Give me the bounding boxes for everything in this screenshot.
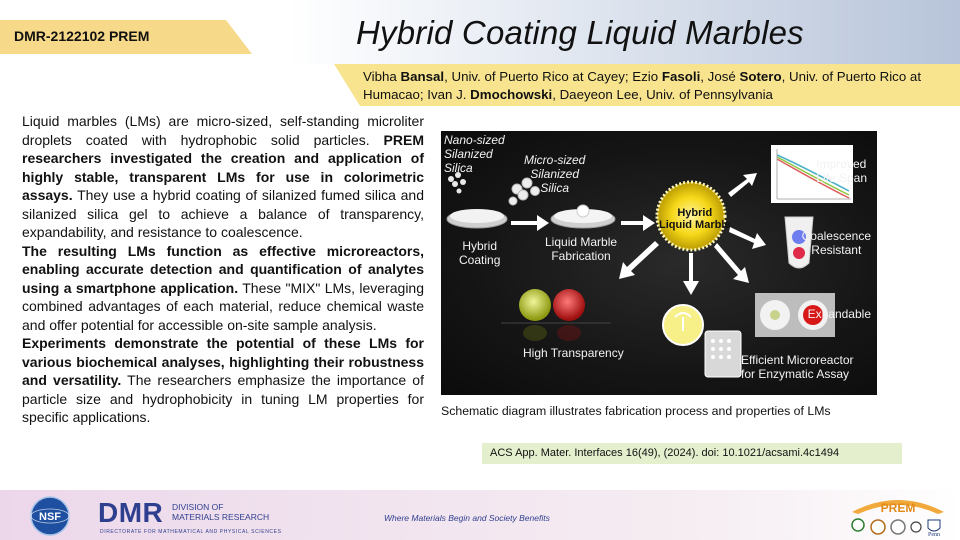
label-micro-2: Silanized bbox=[530, 167, 580, 181]
label-center-1: Hybrid bbox=[677, 207, 713, 219]
transparency-drops bbox=[501, 289, 611, 341]
paragraph-2: The resulting LMs function as effective … bbox=[22, 242, 424, 335]
nsf-logo-icon: NSF bbox=[30, 496, 70, 536]
prem-logo-text: PREM bbox=[881, 501, 916, 515]
label-hybrid-marble: Hybrid Liquid Marble bbox=[659, 207, 731, 231]
award-tag: DMR-2122102 PREM bbox=[0, 20, 252, 54]
arrow-lifespan bbox=[728, 173, 757, 197]
petri-dish-fabrication bbox=[550, 204, 616, 229]
p1-highlight: PREM researchers investigated the creati… bbox=[22, 131, 424, 204]
label-hybrid-coating-2: Coating bbox=[459, 253, 501, 267]
citation-text: ACS App. Mater. Interfaces 16(49), (2024… bbox=[490, 447, 840, 459]
schematic-figure: Nano-sized Silanized Silica Micro-sized … bbox=[441, 131, 877, 395]
p1-text-b: They use a hybrid coating of silanized f… bbox=[22, 187, 424, 240]
arrow-1 bbox=[511, 215, 549, 231]
label-expandable: Expandable bbox=[807, 307, 871, 321]
schematic-graphics bbox=[446, 145, 853, 378]
label-transparency: High Transparency bbox=[523, 346, 624, 360]
dmr-division-2: MATERIALS RESEARCH bbox=[172, 512, 270, 522]
label-micro-reactor-2: for Enzymatic Assay bbox=[741, 367, 850, 381]
label-center-2: Liquid Marble bbox=[659, 219, 731, 231]
label-nano-3: Silica bbox=[444, 161, 473, 175]
arrow-2 bbox=[621, 215, 655, 231]
expandable-wells-icon bbox=[755, 293, 835, 337]
author-name-3: Dmochowski bbox=[470, 87, 553, 102]
body-text: Liquid marbles (LMs) are micro-sized, se… bbox=[22, 112, 424, 427]
author-name-0: Bansal bbox=[400, 69, 445, 84]
label-nano-1: Nano-sized bbox=[444, 133, 505, 147]
arrow-microreactor bbox=[683, 253, 699, 295]
label-coalescence: Coalescence Resistant bbox=[802, 229, 871, 257]
label-life-1: Improved bbox=[816, 157, 867, 171]
authors-line: Vibha Bansal, Univ. of Puerto Rico at Ca… bbox=[363, 68, 955, 104]
arrow-coalescence bbox=[729, 227, 766, 249]
label-lm-fab-1: Liquid Marble bbox=[545, 235, 618, 249]
p2-highlight: The resulting LMs function as effective … bbox=[22, 242, 424, 296]
p3-text: The researchers emphasize the importance… bbox=[22, 372, 424, 425]
author-name-2: Sotero bbox=[739, 69, 782, 84]
label-nano-silica: Nano-sized Silanized Silica bbox=[444, 133, 505, 175]
label-hybrid-coating: Hybrid Coating bbox=[459, 239, 500, 267]
label-micro-3: Silica bbox=[540, 181, 570, 195]
author-post-1: , José bbox=[700, 69, 740, 84]
label-nano-2: Silanized bbox=[444, 147, 493, 161]
p2-text: These "MIX" LMs, leveraging combined adv… bbox=[22, 279, 425, 333]
dmr-directorate: DIRECTORATE FOR MATHEMATICAL AND PHYSICA… bbox=[100, 529, 282, 535]
label-microreactor: Efficient Microreactor for Enzymatic Ass… bbox=[741, 353, 853, 381]
microreactor-icon bbox=[662, 304, 742, 378]
citation-box: ACS App. Mater. Interfaces 16(49), (2024… bbox=[482, 443, 902, 464]
label-micro-1: Micro-sized bbox=[524, 153, 586, 167]
p3-highlight: Experiments demonstrate the potential of… bbox=[22, 335, 424, 388]
footer-tagline: Where Materials Begin and Society Benefi… bbox=[384, 513, 550, 523]
author-name-1: Fasoli bbox=[661, 69, 701, 84]
authors-band bbox=[334, 64, 960, 106]
nsf-logo-text: NSF bbox=[39, 511, 61, 523]
author-post-2: , Univ. of Puerto Rico at Humacao; Ivan … bbox=[363, 69, 922, 102]
dmr-logo-text: DMR bbox=[98, 497, 164, 528]
nano-particles bbox=[448, 172, 466, 194]
author-post-3: , Daeyeon Lee, Univ. of Pennsylvania bbox=[552, 87, 773, 102]
label-hybrid-coating-1: Hybrid bbox=[462, 239, 498, 253]
label-life-span: Improved Life Span bbox=[816, 157, 867, 185]
author-pre-0: Vibha bbox=[363, 69, 401, 84]
label-micro-reactor-1: Efficient Microreactor bbox=[741, 353, 854, 367]
author-post-0: , Univ. of Puerto Rico at Cayey; Ezio bbox=[444, 69, 662, 84]
label-lm-fabrication: Liquid Marble Fabrication bbox=[545, 235, 617, 263]
label-coal-1: Coalescence bbox=[801, 229, 871, 243]
label-lm-fab-2: Fabrication bbox=[551, 249, 611, 263]
coalescence-tube-icon bbox=[784, 216, 814, 269]
figure-caption: Schematic diagram illustrates fabricatio… bbox=[441, 404, 831, 418]
label-micro-silica: Micro-sized Silanized Silica bbox=[524, 153, 585, 195]
footer-band bbox=[0, 490, 960, 540]
p1-text-a: Liquid marbles (LMs) are micro-sized, se… bbox=[22, 113, 424, 148]
label-life-2: Life Span bbox=[816, 171, 867, 185]
penn-logo-text: Penn bbox=[928, 532, 940, 538]
arrow-transparency bbox=[619, 241, 659, 279]
award-id: DMR-2122102 PREM bbox=[14, 28, 150, 44]
dmr-division: DIVISION OF MATERIALS RESEARCH bbox=[172, 502, 269, 522]
lifespan-chart-icon bbox=[771, 145, 853, 203]
dmr-division-1: DIVISION OF bbox=[172, 502, 224, 512]
paragraph-3: Experiments demonstrate the potential of… bbox=[22, 334, 424, 427]
paragraph-1: Liquid marbles (LMs) are micro-sized, se… bbox=[22, 112, 424, 242]
micro-particles bbox=[508, 177, 540, 206]
slide-title: Hybrid Coating Liquid Marbles bbox=[356, 14, 804, 51]
prem-partners-logo-icon: PREM Penn bbox=[851, 500, 944, 538]
petri-dish-coating bbox=[446, 209, 508, 229]
label-coal-2: Resistant bbox=[811, 243, 862, 257]
hybrid-marble bbox=[655, 180, 727, 252]
arrow-expandable bbox=[714, 243, 749, 283]
